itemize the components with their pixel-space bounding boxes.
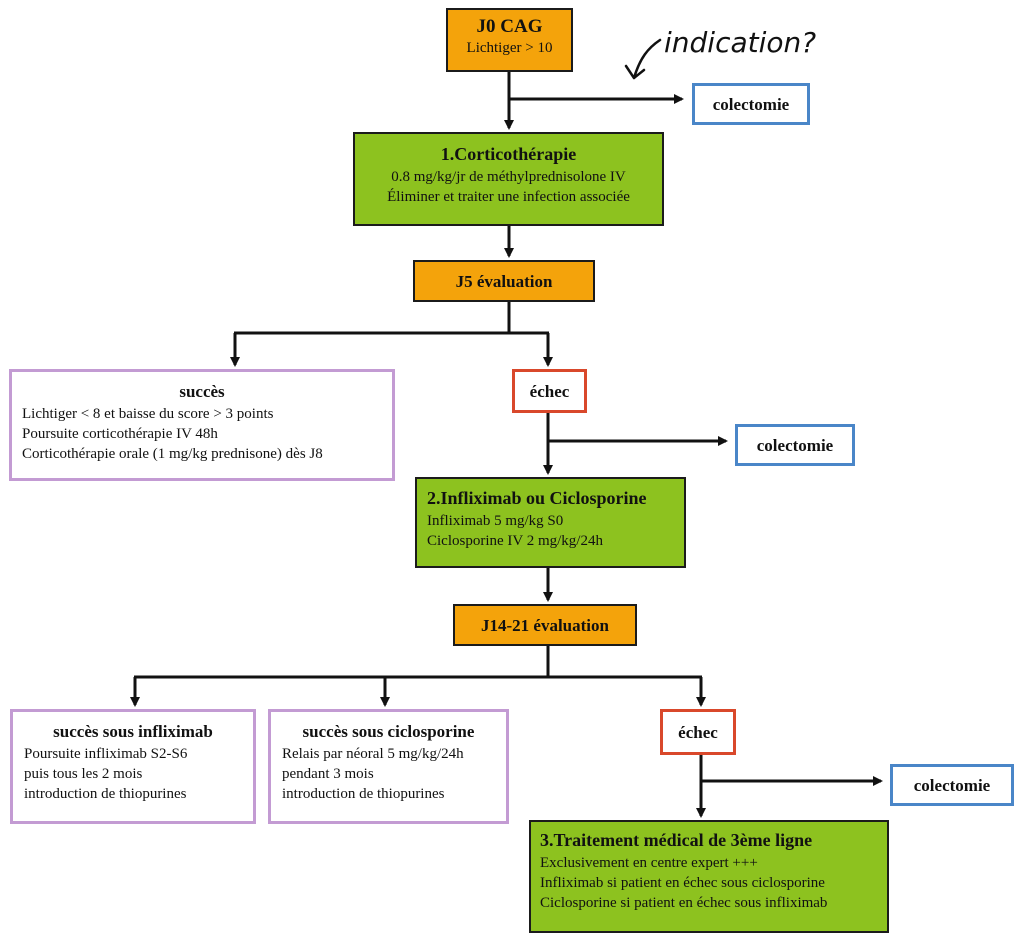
colectomy-box-3: colectomie (890, 764, 1014, 806)
step3-line1: Exclusivement en centre expert +++ (540, 855, 758, 871)
colectomy-label-2: colectomie (756, 436, 834, 455)
success-infliximab-title: succès sous infliximab (53, 722, 213, 741)
start-title: J0 CAG (476, 16, 543, 37)
step3-third-line-treatment-box: 3.Traitement médical de 3ème ligne Exclu… (529, 820, 889, 933)
step1-title: 1.Corticothérapie (440, 144, 577, 164)
success-ciclosporine-line3: introduction de thiopurines (282, 786, 445, 802)
step1-line2: Éliminer et traiter une infection associ… (387, 189, 630, 205)
success-infliximab-line3: introduction de thiopurines (24, 786, 187, 802)
failure-j5-label: échec (529, 382, 570, 401)
failure-box-j5: échec (512, 369, 587, 413)
eval-box-j14-21: J14-21 évaluation (453, 604, 637, 646)
colectomy-label-3: colectomie (913, 776, 991, 795)
step2-infliximab-ciclosporine-box: 2.Infliximab ou Ciclosporine Infliximab … (415, 477, 686, 568)
start-box-j0: J0 CAG Lichtiger > 10 (446, 8, 573, 72)
success-j5-line1: Lichtiger < 8 et baisse du score > 3 poi… (22, 406, 274, 422)
success-infliximab-box: succès sous infliximab Poursuite inflixi… (10, 709, 256, 824)
success-infliximab-line1: Poursuite infliximab S2-S6 (24, 746, 188, 762)
start-line1: Lichtiger > 10 (466, 40, 553, 56)
step1-line1: 0.8 mg/kg/jr de méthylprednisolone IV (391, 169, 626, 185)
success-ciclosporine-box: succès sous ciclosporine Relais par néor… (268, 709, 509, 824)
step2-line2: Ciclosporine IV 2 mg/kg/24h (427, 533, 603, 549)
step3-line2: Infliximab si patient en échec sous cicl… (540, 875, 825, 891)
success-ciclosporine-line1: Relais par néoral 5 mg/kg/24h (282, 746, 464, 762)
eval-j14-21-title: J14-21 évaluation (481, 616, 609, 635)
eval-box-j5: J5 évaluation (413, 260, 595, 302)
success-box-j5: succès Lichtiger < 8 et baisse du score … (9, 369, 395, 481)
success-infliximab-line2: puis tous les 2 mois (24, 766, 143, 782)
step3-title: 3.Traitement médical de 3ème ligne (540, 830, 813, 850)
step3-line3: Ciclosporine si patient en échec sous in… (540, 895, 828, 911)
eval-j5-title: J5 évaluation (455, 272, 553, 291)
failure-j14-21-label: échec (678, 723, 718, 742)
success-ciclosporine-line2: pendant 3 mois (282, 766, 374, 782)
failure-box-j14-21: échec (660, 709, 736, 755)
colectomy-box-2: colectomie (735, 424, 855, 466)
success-j5-line3: Corticothérapie orale (1 mg/kg prednison… (22, 446, 323, 462)
colectomy-box-1: colectomie (692, 83, 810, 125)
step2-title: 2.Infliximab ou Ciclosporine (427, 488, 647, 508)
step2-line1: Infliximab 5 mg/kg S0 (427, 513, 564, 529)
handwritten-note: indication? (664, 26, 816, 59)
success-j5-line2: Poursuite corticothérapie IV 48h (22, 426, 218, 442)
colectomy-label-1: colectomie (712, 95, 790, 114)
success-ciclosporine-title: succès sous ciclosporine (302, 722, 475, 741)
step1-corticotherapy-box: 1.Corticothérapie 0.8 mg/kg/jr de méthyl… (353, 132, 664, 226)
handwritten-arrow-icon (624, 38, 662, 80)
success-j5-title: succès (179, 382, 225, 401)
